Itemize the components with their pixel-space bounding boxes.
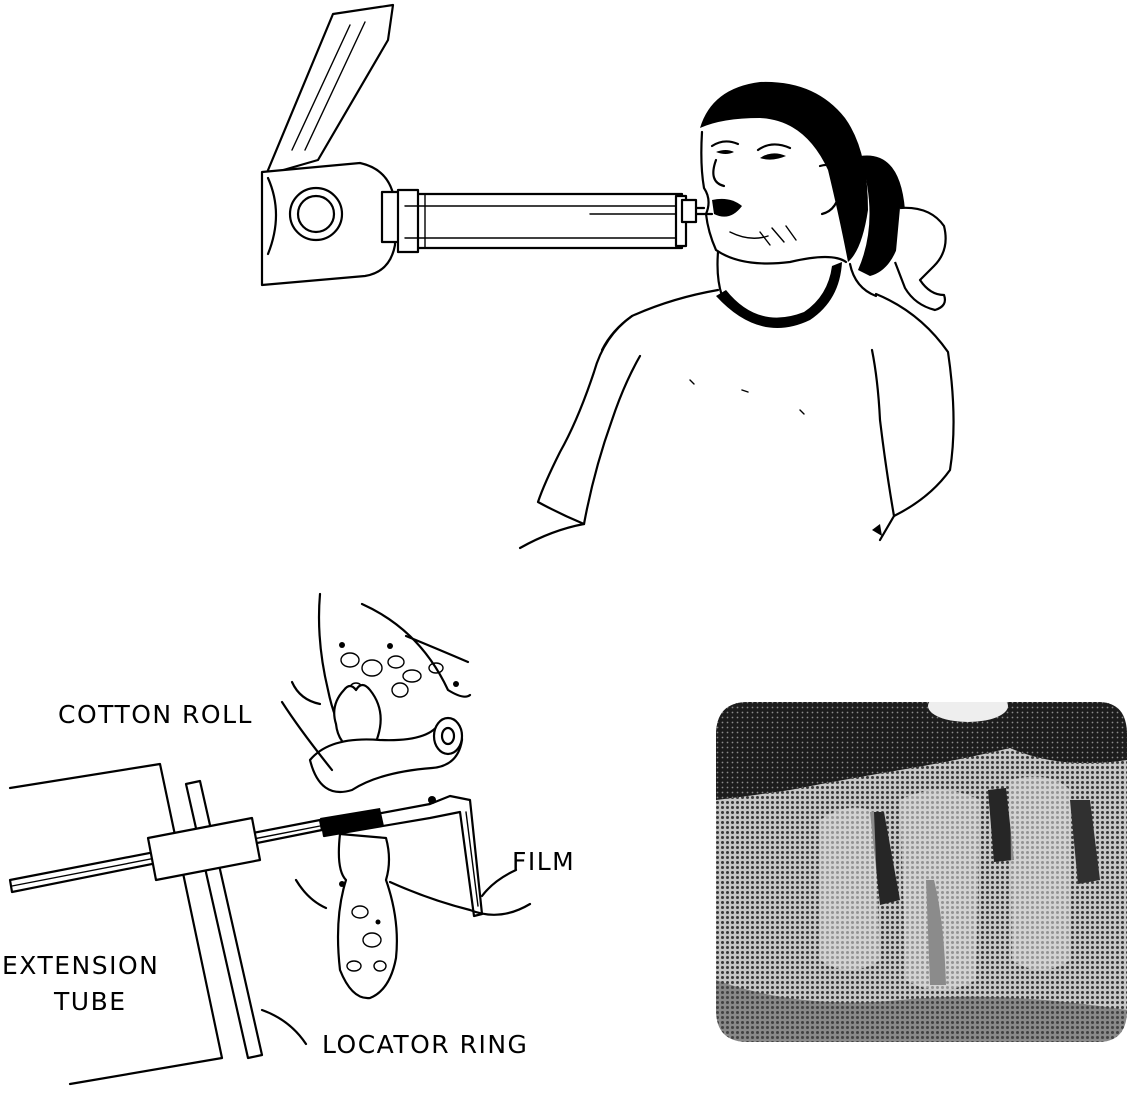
bisecting-technique-diagram: COTTON ROLL FILM EXTENSION TUBE LOCATOR …: [2, 594, 575, 1084]
film-label: FILM: [512, 847, 575, 876]
xray-machine-arm: [262, 5, 404, 285]
patient-xray-scene: [262, 5, 954, 548]
rod-holder-block: [148, 818, 260, 880]
mandible-bone: [296, 834, 530, 998]
extension-tube-outline: [10, 764, 222, 1084]
patient-neck: [716, 252, 876, 328]
cotton-roll-label: COTTON ROLL: [58, 700, 253, 729]
extension-tube-cylinder: [398, 190, 686, 252]
cotton-roll: [310, 718, 462, 792]
extension-tube-label-line1: EXTENSION: [2, 951, 159, 980]
locator-ring-label: LOCATOR RING: [322, 1030, 528, 1059]
extension-tube-label-line2: TUBE: [53, 987, 127, 1016]
patient-head: [700, 82, 868, 264]
dental-radiograph: [716, 690, 1127, 1042]
patient-torso: [520, 290, 954, 548]
head-rest: [858, 155, 946, 310]
